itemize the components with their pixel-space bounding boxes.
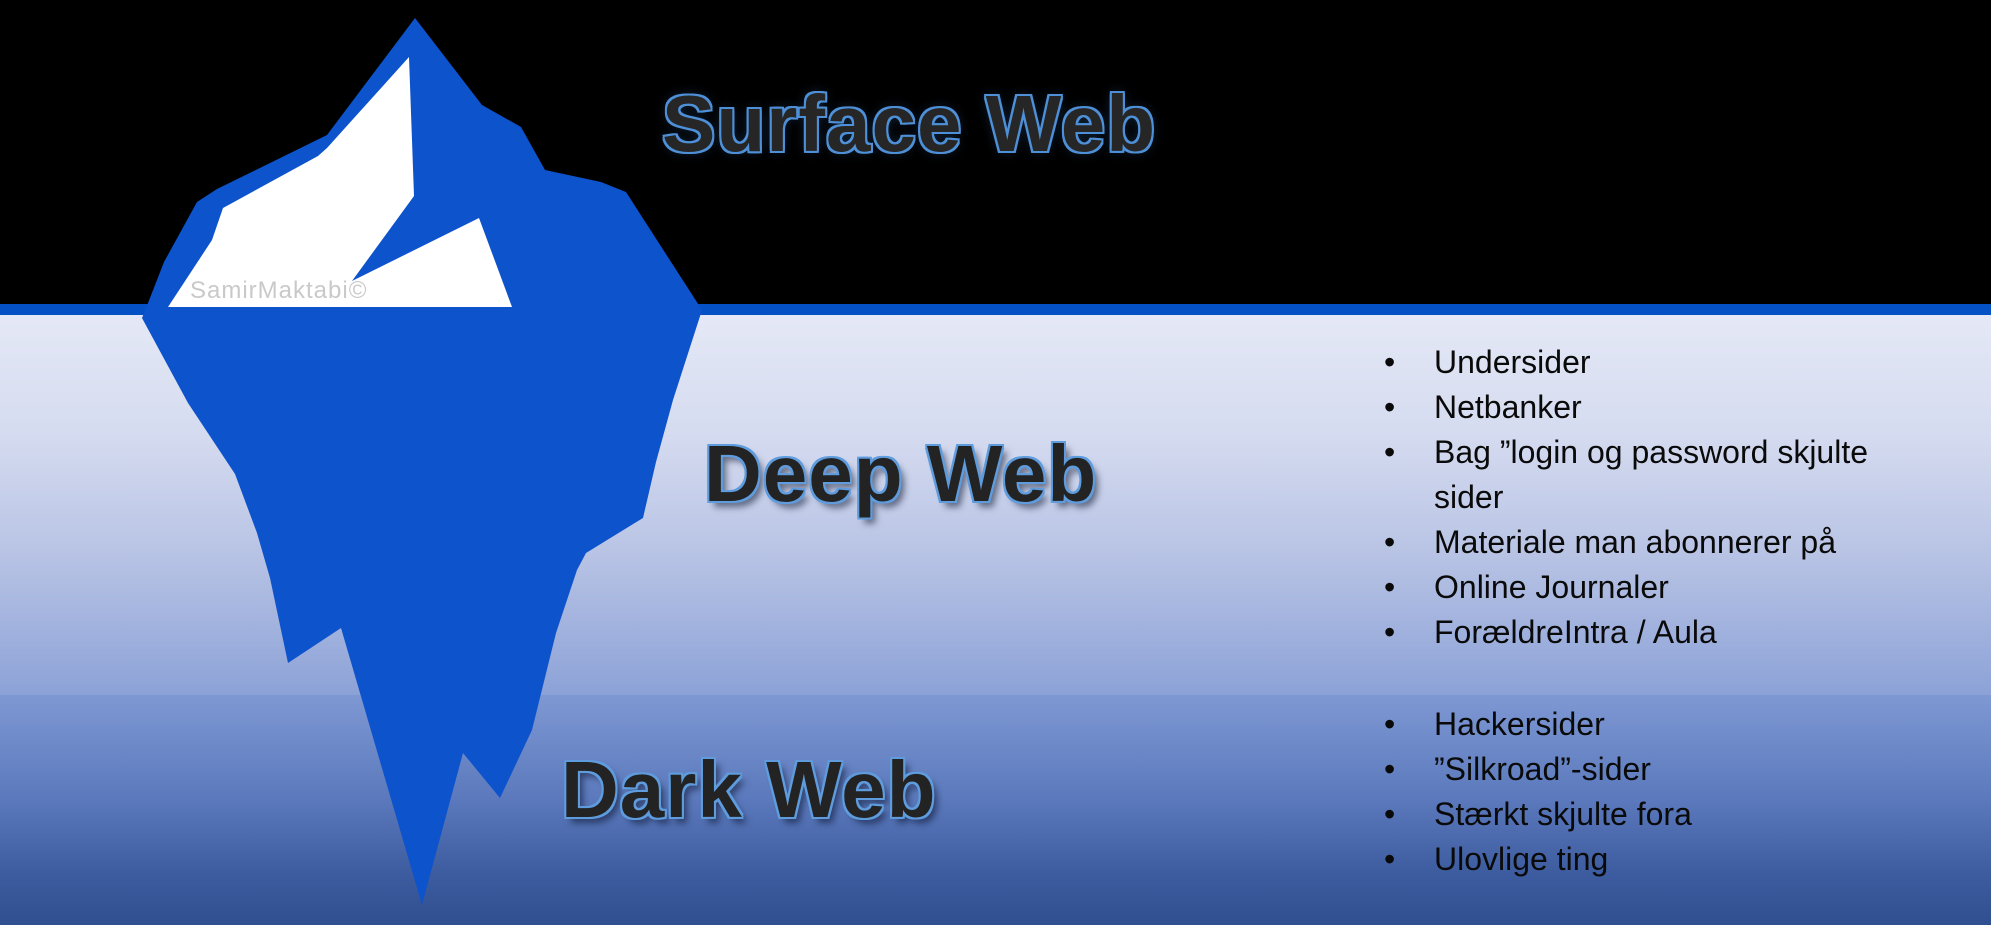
dark-web-title: Dark Web [561,745,937,834]
list-item: • Materiale man abonnerer på [1378,520,1883,565]
list-item: • Undersider [1378,340,1883,385]
list-item-label: ”Silkroad”-sider [1434,751,1651,787]
list-item: • Stærkt skjulte fora [1378,792,1883,837]
deep-web-list: • Undersider • Netbanker • Bag ”login og… [1378,340,1883,655]
list-item-label: ForældreIntra / Aula [1434,614,1717,650]
bullet-icon: • [1384,614,1396,650]
list-item: • ”Silkroad”-sider [1378,747,1883,792]
list-item: • Hackersider [1378,702,1883,747]
watermark: SamirMaktabi© [190,277,368,304]
list-item: • ForældreIntra / Aula [1378,610,1883,655]
list-item: • Bag ”login og password skjulte sider [1378,430,1883,520]
bullet-icon: • [1384,344,1396,380]
list-item-label: Undersider [1434,344,1591,380]
list-item-label: Ulovlige ting [1434,841,1609,877]
iceberg-snow-cap [168,57,512,307]
surface-web-title: Surface Web [662,79,1157,168]
dark-web-list: • Hackersider • ”Silkroad”-sider • Stærk… [1378,702,1883,882]
list-item-label: Online Journaler [1434,569,1669,605]
bullet-icon: • [1384,796,1396,832]
bullet-icon: • [1384,751,1396,787]
list-item-label: Bag ”login og password skjulte sider [1434,434,1869,515]
list-item: • Online Journaler [1378,565,1883,610]
list-item-label: Stærkt skjulte fora [1434,796,1692,832]
list-item: • Ulovlige ting [1378,837,1883,882]
list-item-label: Materiale man abonnerer på [1434,524,1837,560]
bullet-icon: • [1384,569,1396,605]
bullet-icon: • [1384,706,1396,742]
list-item-label: Hackersider [1434,706,1605,742]
deep-web-title: Deep Web [704,429,1098,518]
bullet-icon: • [1384,434,1396,470]
waterline-bar [0,304,1991,315]
bullet-icon: • [1384,841,1396,877]
list-item: • Netbanker [1378,385,1883,430]
bullet-icon: • [1384,524,1396,560]
dark-web-section [0,695,1991,925]
list-item-label: Netbanker [1434,389,1582,425]
bullet-icon: • [1384,389,1396,425]
